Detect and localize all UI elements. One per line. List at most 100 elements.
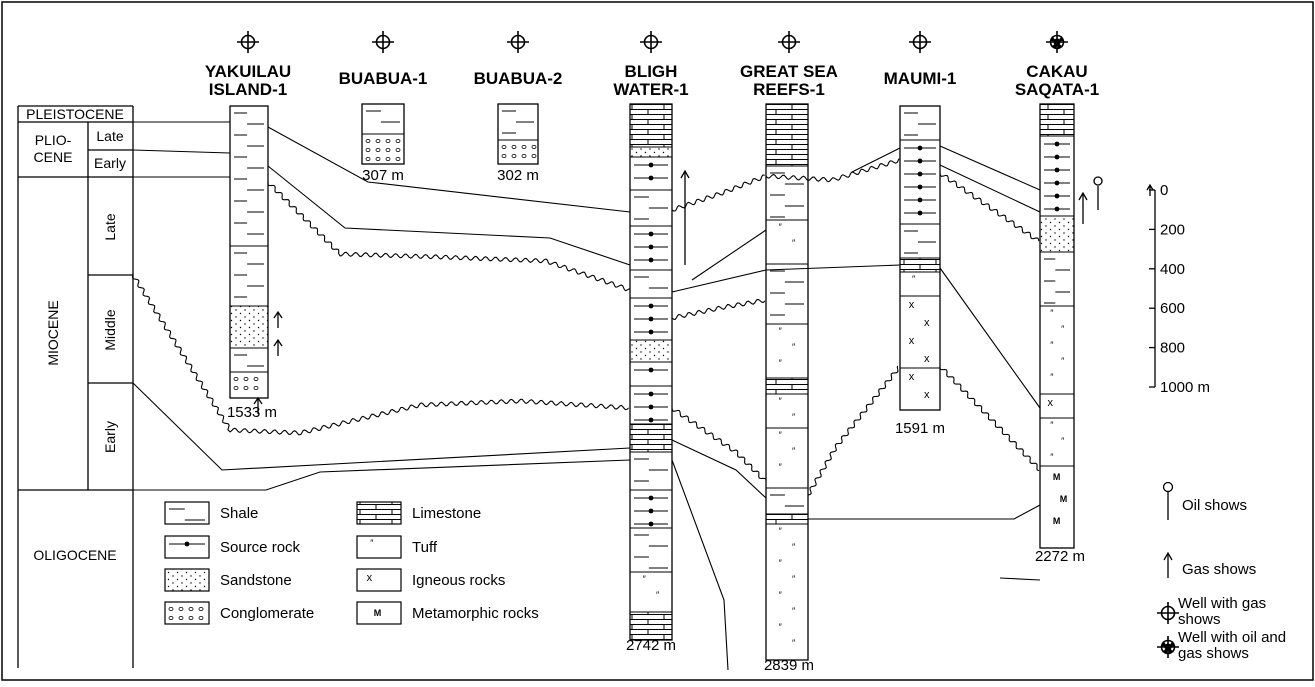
svg-text:″: ″ [779, 590, 783, 600]
oil-show-marker [1094, 177, 1102, 210]
well-log-4: ″″ [630, 104, 672, 640]
lithology-source [630, 362, 672, 372]
lithology-legend: ShaleSource rockSandstoneConglomerateLim… [165, 502, 539, 624]
lithology-igneous: xx [900, 368, 940, 401]
well-symbol-7 [1046, 31, 1068, 53]
well-name-5-line-2: REEFS-1 [753, 80, 825, 99]
label-miocene: MIOCENE [45, 300, 61, 365]
lithology-source [630, 226, 672, 262]
svg-text:M: M [1053, 516, 1061, 526]
lithology-limestone [1040, 104, 1074, 136]
svg-text:x: x [909, 299, 915, 311]
well-with-gas-shows-icon [1157, 602, 1179, 624]
lithology-sandstone [630, 340, 672, 362]
lithology-shale [766, 264, 808, 315]
legend-label-shale: Shale [220, 505, 258, 522]
well-name-3-line-1: BUABUA-2 [474, 69, 563, 88]
svg-text:″: ″ [779, 622, 783, 632]
svg-text:″: ″ [792, 412, 796, 422]
well-name-7-line-2: SAQATA-1 [1015, 80, 1099, 99]
svg-text:x: x [1047, 397, 1053, 409]
legend-sandstone: Sandstone [165, 569, 292, 591]
lithology-tuff: ″″ [766, 394, 808, 422]
legend-well-gas-2: shows [1178, 611, 1221, 628]
legend-label-metamorphic: Metamorphic rocks [412, 605, 539, 622]
well-symbol-1 [237, 31, 259, 53]
lithology-shale [230, 246, 268, 297]
lithology-limestone [630, 612, 672, 640]
svg-text:x: x [367, 572, 373, 584]
gas-show-arrow [274, 312, 282, 328]
lithology-tuff: ″″ [766, 220, 808, 248]
scale-label: 200 [1160, 221, 1185, 238]
svg-text:″: ″ [1061, 356, 1065, 366]
label-pleistocene: PLEISTOCENE [26, 106, 124, 122]
legend-label-source: Source rock [220, 539, 301, 556]
well-name-1-line-2: ISLAND-1 [209, 80, 287, 99]
lithology-limestone [766, 378, 808, 394]
well-with-oil-and-gas-shows-icon [1157, 636, 1179, 658]
label-pliocene-early: Early [94, 155, 126, 171]
svg-text:″: ″ [779, 326, 783, 336]
scale-label: 600 [1160, 300, 1185, 317]
depth-buabua-1: 307 m [362, 167, 404, 184]
oil-shows-icon [1164, 483, 1173, 521]
lithology-shale [630, 452, 672, 481]
svg-text:x: x [924, 389, 930, 401]
svg-text:″: ″ [656, 590, 660, 600]
legend-well-oil-gas-1: Well with oil and [1178, 629, 1286, 646]
well-log-5: ″″″″″″″″″″″″″″″″″″ [766, 104, 808, 660]
lithology-shale [766, 166, 808, 217]
svg-text:x: x [924, 317, 930, 329]
well-name-5-line-1: GREAT SEA [740, 62, 838, 81]
depth-buabua-2: 302 m [497, 167, 539, 184]
lithology-shale [630, 190, 672, 219]
legend-oil-shows: Oil shows [1182, 497, 1247, 514]
legend-limestone: Limestone [357, 502, 481, 524]
well-symbol-6 [909, 31, 931, 53]
lithology-source [630, 386, 672, 422]
svg-text:″: ″ [1050, 452, 1054, 462]
legend-gas-shows: Gas shows [1182, 561, 1256, 578]
lithology-shale [630, 528, 672, 568]
lithology-shale [900, 106, 940, 135]
svg-text:″: ″ [779, 430, 783, 440]
svg-text:″: ″ [1061, 436, 1065, 446]
well-log-2 [362, 104, 404, 164]
svg-text:″: ″ [779, 396, 783, 406]
svg-text:″: ″ [1050, 372, 1054, 382]
stratigraphic-column [18, 106, 133, 668]
lithology-conglomerate [230, 372, 268, 390]
lithology-tuff: ″″″ [766, 324, 808, 368]
svg-text:″: ″ [1061, 324, 1065, 334]
well-symbol-5 [778, 31, 800, 53]
legend-swatch-limestone [357, 502, 401, 524]
well-name-7-line-1: CAKAU [1026, 62, 1087, 81]
well-log-3 [498, 104, 538, 164]
stratigraphic-labels: PLEISTOCENE PLIO- CENE Late Early MIOCEN… [26, 106, 126, 563]
scale-label: 0 [1160, 182, 1168, 199]
well-name-1-line-1: YAKUILAU [205, 62, 291, 81]
lithology-tuff: ″″″ [766, 428, 808, 472]
well-log-1 [230, 106, 268, 398]
svg-text:x: x [909, 371, 915, 383]
lithology-igneous: xxxx [900, 296, 940, 365]
legend-shale: Shale [165, 502, 258, 524]
svg-text:″: ″ [779, 358, 783, 368]
well-symbol-2 [372, 31, 394, 53]
lithology-tuff: ″″″″″ [1040, 306, 1074, 382]
svg-text:″: ″ [370, 538, 374, 548]
well-gas-symbol [1157, 602, 1179, 624]
lithology-shale [1040, 252, 1074, 303]
svg-text:″: ″ [792, 446, 796, 456]
svg-text:″: ″ [779, 222, 783, 232]
svg-text:″: ″ [643, 574, 647, 584]
svg-text:x: x [924, 353, 930, 365]
lithology-conglomerate [498, 140, 538, 158]
lithology-shale [498, 104, 538, 133]
lithology-limestone [766, 514, 808, 524]
svg-text:″: ″ [1050, 420, 1054, 430]
